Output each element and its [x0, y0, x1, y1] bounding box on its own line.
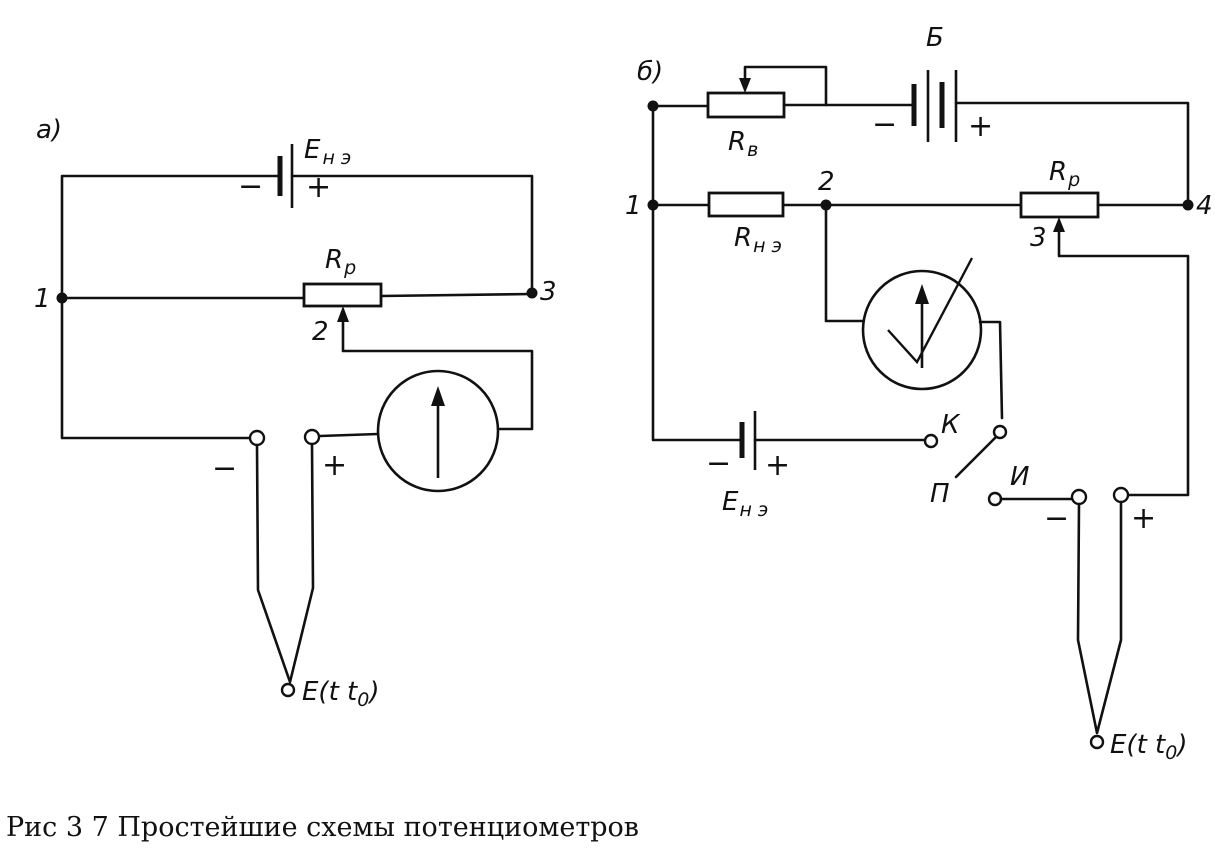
battery-b-label: Б [926, 23, 944, 53]
slide-resistor-b [1019, 191, 1100, 219]
normal-resistor-b [707, 191, 785, 218]
rheostat-arrow-b [739, 78, 751, 93]
node-a-3 [526, 287, 538, 299]
switch-pivot [992, 424, 1008, 440]
slide-res-b-label: Rр [1049, 157, 1080, 191]
wire-b-slider [1057, 226, 1190, 497]
slider-arrow-a [337, 306, 349, 322]
switch-contact-i [987, 491, 1003, 507]
scheme-a-tag: а) [36, 115, 62, 145]
terminal-a-plus-label: + [322, 448, 347, 483]
thermocouple-b [1076, 500, 1123, 735]
battery-b-minus: − [872, 107, 897, 142]
wire-a-slider [341, 316, 534, 431]
switch-blade [954, 435, 998, 479]
terminal-b-plus [1112, 486, 1130, 504]
scheme-b-tag: б) [637, 57, 663, 87]
thermocouple-b-junction [1089, 734, 1105, 750]
switch-i-label: И [1010, 462, 1029, 492]
terminal-b-minus [1070, 488, 1088, 506]
wire-b-left-rail [651, 104, 742, 442]
thermocouple-a-junction [280, 682, 296, 698]
thermocouple-a [255, 442, 315, 684]
wire-a-galv-terminal [318, 432, 380, 438]
resistor-a-label: Rр [325, 245, 356, 279]
wire-b-battery-right [954, 101, 1190, 206]
wire-a-res-right [379, 292, 534, 298]
cell-b-minus: − [706, 446, 731, 481]
cell-b-plus: + [765, 448, 790, 483]
thermo-b-label: E(t t0) [1110, 730, 1187, 764]
wire-b-galv-right [978, 320, 1004, 420]
rheostat-b [706, 91, 786, 119]
source-cell-a [277, 144, 294, 208]
switch-contact-k [923, 433, 939, 449]
scheme-b: б) Rв Б − + 1 Rн э 2 Rр 4 [625, 23, 1213, 764]
wire-a-left-return [60, 296, 251, 440]
wire-b-node2-galv [824, 203, 866, 323]
node-b-3-label: 3 [1030, 223, 1047, 253]
battery-b-plus: + [968, 109, 993, 144]
source-a-plus: + [306, 170, 331, 205]
cell-b-label: Eн э [722, 487, 768, 521]
figure-caption: Рис 3 7 Простейшие схемы потенциометров [6, 812, 639, 843]
thermo-a-label: E(t t0) [302, 677, 379, 711]
node-a-2-label: 2 [312, 317, 329, 347]
node-b-top-left [647, 100, 659, 112]
wire-a-source-right [290, 174, 534, 294]
battery-b [911, 70, 958, 142]
terminal-b-minus-label: − [1044, 501, 1069, 536]
node-b-1-label: 1 [625, 191, 642, 221]
rheostat-b-label: Rв [728, 127, 758, 161]
node-b-4-label: 4 [1196, 191, 1213, 221]
wire-a-source-left [60, 174, 282, 300]
node-a-1-label: 1 [34, 284, 51, 314]
normal-cell-b [739, 411, 757, 470]
node-a-3-label: 3 [540, 277, 557, 307]
terminal-a-minus [248, 429, 266, 447]
galvanometer-a [376, 369, 500, 493]
galvanometer-b [861, 257, 983, 391]
node-b-2-label: 2 [818, 167, 835, 197]
node-b-4 [1182, 199, 1194, 211]
terminal-a-plus [303, 428, 321, 446]
slide-resistor-a [302, 282, 383, 308]
wire-b-rheostat-short [743, 65, 828, 107]
slider-arrow-b [1053, 217, 1065, 232]
switch-p-label: П [930, 479, 950, 509]
terminal-b-plus-label: + [1131, 501, 1156, 536]
source-a-minus: − [238, 169, 263, 204]
normal-res-b-label: Rн э [734, 223, 782, 257]
terminal-a-minus-label: − [212, 451, 237, 486]
switch-k-label: К [941, 410, 961, 440]
